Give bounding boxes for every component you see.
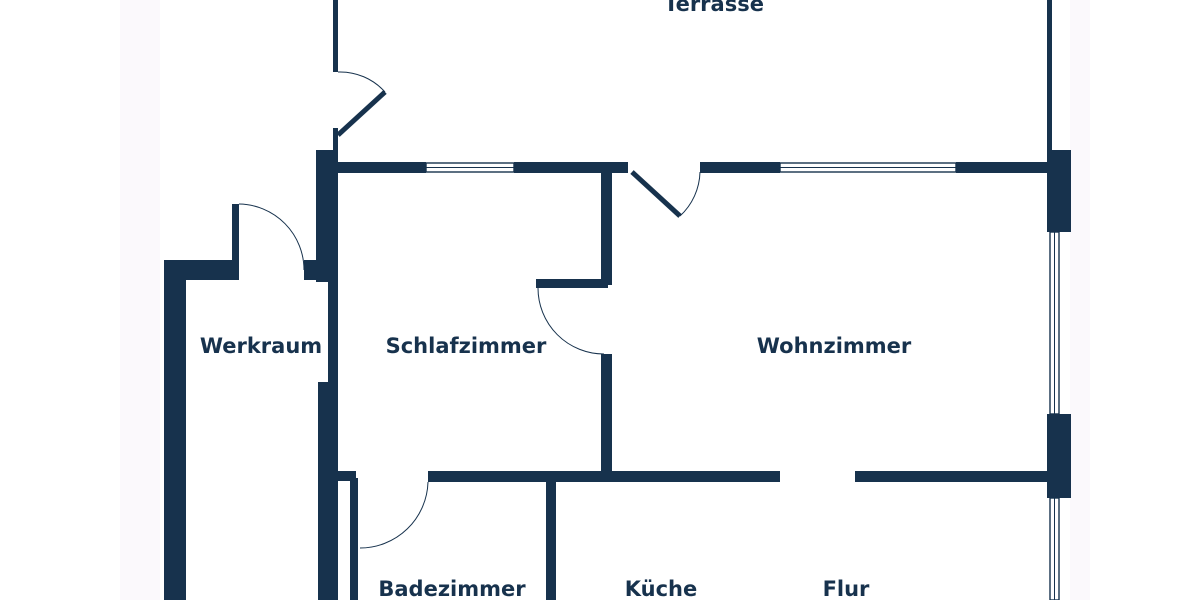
room-label-badezimmer: Badezimmer (378, 577, 526, 600)
wohnzimmer-door-leaf (630, 170, 682, 218)
wohnzimmer-door-swing (679, 171, 701, 217)
divider-wall-upper (316, 150, 338, 282)
middle-wall-seg-1 (428, 471, 780, 482)
badezimmer-door-swing (359, 481, 429, 549)
top-wall (316, 150, 1071, 232)
badezimmer-kueche-wall (546, 478, 556, 600)
wohnzimmer-terrasse-door (630, 170, 701, 218)
top-wall-seg-3 (700, 162, 780, 173)
schlafzimmer-door-swing (537, 287, 605, 355)
right-wall (1047, 231, 1071, 600)
schlafzimmer-door (537, 287, 605, 355)
center-wall-upper (601, 170, 612, 285)
middle-wall-seg-2 (855, 471, 1048, 482)
room-label-flur: Flur (823, 577, 870, 600)
terrasse-door (336, 71, 387, 137)
room-label-wohnzimmer: Wohnzimmer (757, 334, 912, 358)
right-wall-pier (1047, 414, 1071, 498)
werkraum-top-wall (164, 260, 234, 280)
center-wall-lower (601, 354, 612, 482)
badezimmer-door (359, 481, 429, 549)
terrasse-door-leaf (336, 90, 387, 137)
werkraum-schlafzimmer-wall (316, 150, 338, 600)
left-margin-shade (120, 0, 160, 600)
divider-thin-inner (328, 282, 338, 382)
divider-wall-lower (318, 382, 338, 600)
terrasse-door-swing (337, 71, 386, 93)
werkraum-walls (164, 204, 338, 600)
werkraum-outer-left-wall (164, 260, 186, 600)
room-label-werkraum: Werkraum (200, 334, 322, 358)
right-margin-shade (1070, 0, 1090, 600)
room-label-schlafzimmer: Schlafzimmer (386, 334, 547, 358)
room-label-kueche: Küche (625, 577, 698, 600)
middle-wall (338, 471, 1048, 482)
middle-wall-left-stub (338, 471, 356, 481)
werkraum-door (238, 203, 305, 271)
schlafzimmer-wohnzimmer-wall (536, 170, 612, 482)
room-label-terrasse: Terrasse (664, 0, 764, 16)
top-wall-seg-4 (956, 162, 1050, 173)
terrasse-left-wall-lower (333, 128, 338, 150)
badezimmer-left-jamb (350, 478, 358, 600)
terrasse-right-wall (1047, 0, 1052, 152)
terrasse-left-wall (333, 0, 338, 72)
top-wall-seg-1 (338, 162, 426, 173)
terrasse-outline (333, 0, 1052, 152)
top-wall-seg-2 (514, 162, 628, 173)
badezimmer-walls (350, 478, 556, 600)
werkraum-door-jamb (232, 204, 239, 280)
center-wall-stub (536, 279, 608, 288)
werkraum-door-swing (238, 203, 305, 271)
top-wall-corner-right (1047, 150, 1071, 232)
